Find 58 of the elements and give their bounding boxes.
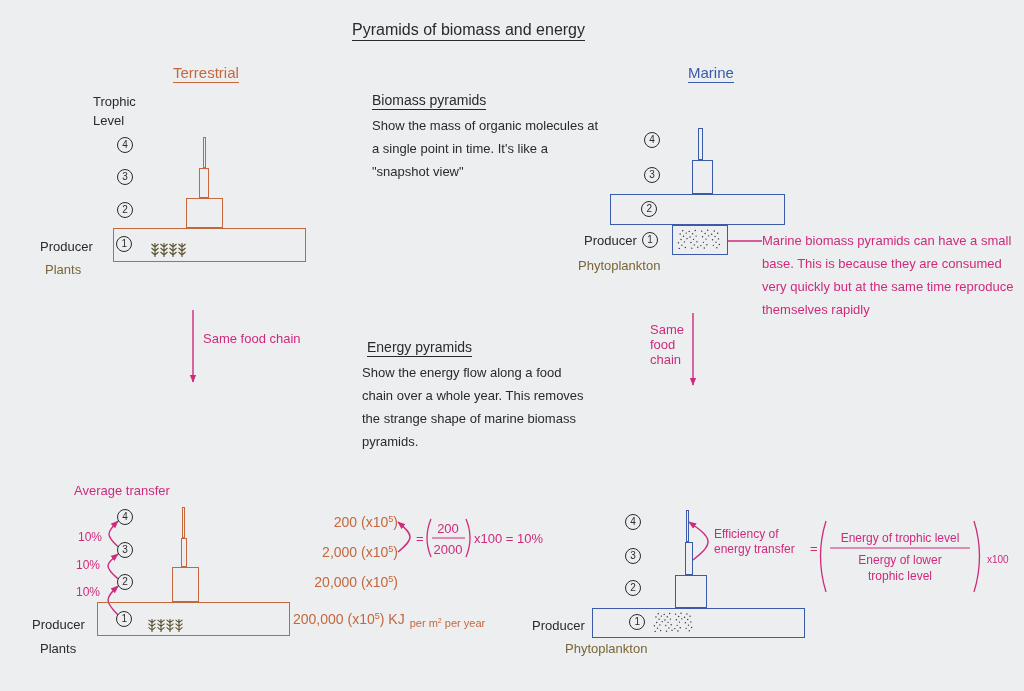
annotation-text: Average transfer	[74, 481, 170, 499]
arrow	[107, 553, 119, 580]
energy-value: 200 (x10$^{5}$)	[300, 513, 398, 531]
energy-value: 200,000 (x10$^{5}$) KJ	[293, 610, 405, 628]
level-label: Producer	[532, 616, 585, 634]
edge-label: 10%	[76, 584, 101, 600]
pyramid-bar	[698, 128, 703, 160]
organism-label: Phytoplankton	[578, 256, 661, 274]
formula-text: =	[416, 529, 424, 547]
section-heading: Terrestrial	[173, 62, 239, 83]
organism-label: Plants	[40, 639, 77, 657]
leader-line	[727, 240, 763, 242]
description-text: Show the mass of organic molecules at a single point in time. It's like a "snapshot view"	[372, 117, 600, 181]
edge-label: 10%	[78, 529, 103, 545]
subheading: Biomass pyramids	[372, 91, 487, 110]
energy-value: 20,000 (x10$^{5}$)	[313, 573, 398, 591]
diagram-title: Pyramids of biomass and energy	[352, 20, 585, 41]
level-label: Producer	[40, 237, 93, 255]
formula-text: x100 = 10%	[474, 529, 544, 547]
organism-label: Phytoplankton	[565, 639, 648, 657]
formula-text: =	[810, 539, 818, 557]
formula-text: x100	[987, 553, 1009, 567]
pyramid-bar	[610, 194, 785, 225]
subheading: Energy pyramids	[367, 338, 473, 357]
pyramid-bar	[203, 137, 206, 168]
annotation-text: Efficiency of energy transfer	[714, 527, 796, 557]
pyramid-bar	[592, 608, 805, 638]
arrow	[107, 585, 119, 616]
arrow	[397, 521, 411, 553]
arrow	[108, 520, 119, 548]
pyramid-bar	[113, 228, 306, 262]
organism-label: Plants	[45, 260, 82, 278]
arrow-caption: Same food chain	[650, 322, 685, 367]
pyramid-bar	[182, 507, 185, 538]
unit-text: per m$^{2}$ per year	[409, 615, 486, 631]
column-heading: Trophic Level	[93, 93, 137, 130]
fraction-term: Energy of lower trophic level	[857, 552, 943, 584]
pyramid-bar	[181, 538, 187, 567]
pyramid-bar	[686, 510, 689, 542]
edge-label: 10%	[76, 557, 101, 573]
pyramid-bar	[97, 602, 290, 636]
arrow-caption: Same food chain	[203, 329, 301, 347]
pyramid-bar	[186, 198, 223, 228]
fraction-term: 200	[436, 519, 460, 537]
fraction-term: Energy of trophic level	[839, 530, 961, 546]
level-label: Producer	[584, 231, 637, 249]
level-label: Producer	[32, 615, 85, 633]
fraction-term: 2000	[432, 540, 464, 558]
pyramid-bar	[172, 567, 199, 602]
energy-value: 2,000 (x10$^{5}$)	[290, 543, 398, 561]
pyramid-bar	[199, 168, 209, 198]
pyramid-bar	[692, 160, 713, 194]
section-heading: Marine	[688, 62, 734, 83]
note-text: Marine biomass pyramids can have a small base. This is because they are consumed very quickly but at the same time reproduce themselves rapidly	[762, 229, 1017, 321]
pyramid-bar	[685, 542, 693, 575]
description-text: Show the energy flow along a food chain over a whole year. This removes the strange shape of marine biomass pyramids.	[362, 364, 585, 451]
arrow	[688, 521, 709, 561]
pyramid-bar	[675, 575, 707, 608]
